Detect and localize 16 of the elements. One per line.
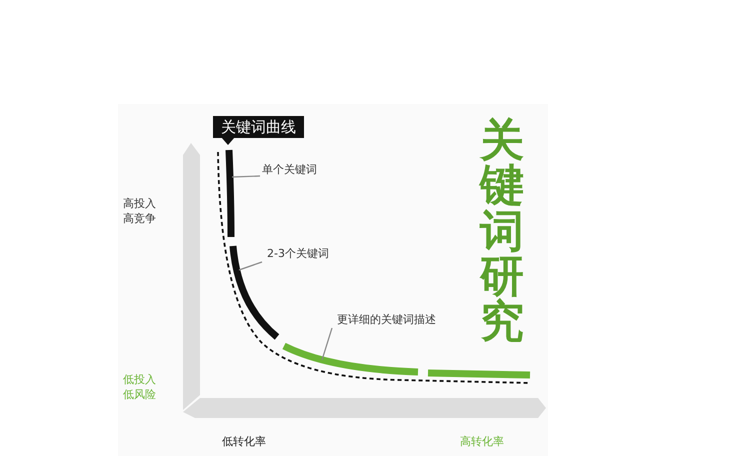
vertical-title: 关键词研究 [480, 118, 524, 345]
curve-segment [282, 342, 418, 376]
curve-segment [226, 150, 234, 238]
segment-label: 更详细的关键词描述 [337, 312, 436, 327]
leader-line [238, 261, 262, 271]
leader-line [232, 175, 260, 178]
axis-label: 低投入低风险 [123, 372, 156, 402]
axis-label: 高投入高竞争 [123, 196, 156, 226]
curve-segment [428, 370, 530, 378]
segment-label: 单个关键词 [262, 162, 317, 177]
axis-label: 高转化率 [460, 434, 504, 449]
axis-label: 低转化率 [222, 434, 266, 449]
curve-title-tag: 关键词曲线 [213, 116, 304, 138]
pointer-arrow [221, 136, 235, 145]
segment-label: 2-3个关键词 [267, 246, 329, 261]
leader-line [321, 328, 333, 360]
